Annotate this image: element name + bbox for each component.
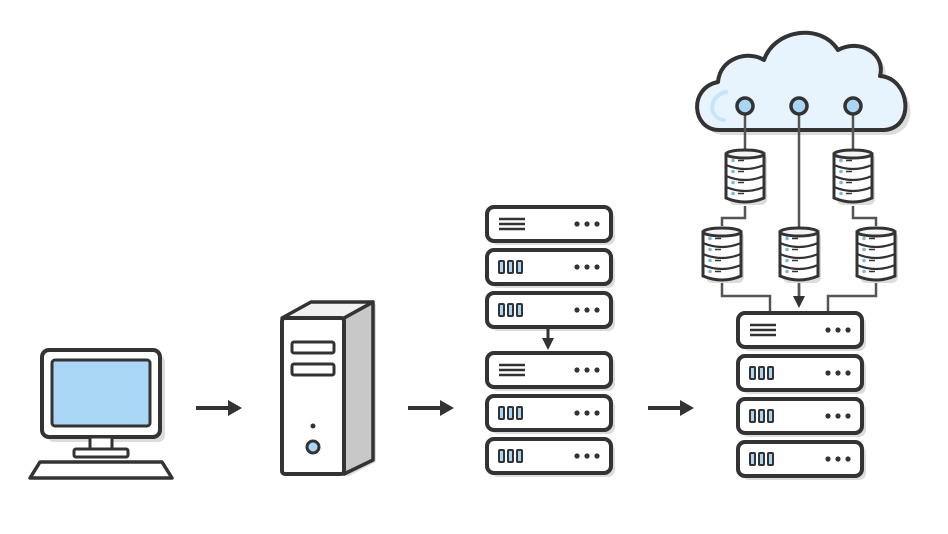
server-unit <box>736 397 866 437</box>
arrow-right-icon <box>408 400 454 416</box>
server-unit <box>736 311 866 351</box>
tower-server-icon <box>280 300 376 476</box>
server-unit <box>736 354 866 394</box>
server-unit <box>485 291 615 331</box>
database-icon <box>701 226 744 283</box>
database-icon <box>855 226 898 283</box>
database-icon <box>778 226 821 283</box>
server-unit <box>485 437 615 477</box>
server-unit <box>485 205 615 245</box>
cloud-database-cluster-icon <box>695 30 911 480</box>
arrow-right-icon <box>196 400 242 416</box>
desktop-computer-icon <box>28 348 174 480</box>
database-icon <box>724 148 767 205</box>
server-unit <box>485 394 615 434</box>
server-rack-icon <box>485 205 615 477</box>
database-icon <box>832 148 875 205</box>
arrow-down-icon <box>542 328 554 350</box>
arrow-right-icon <box>648 400 694 416</box>
server-unit <box>485 351 615 391</box>
server-unit <box>485 248 615 288</box>
server-unit <box>736 440 866 480</box>
